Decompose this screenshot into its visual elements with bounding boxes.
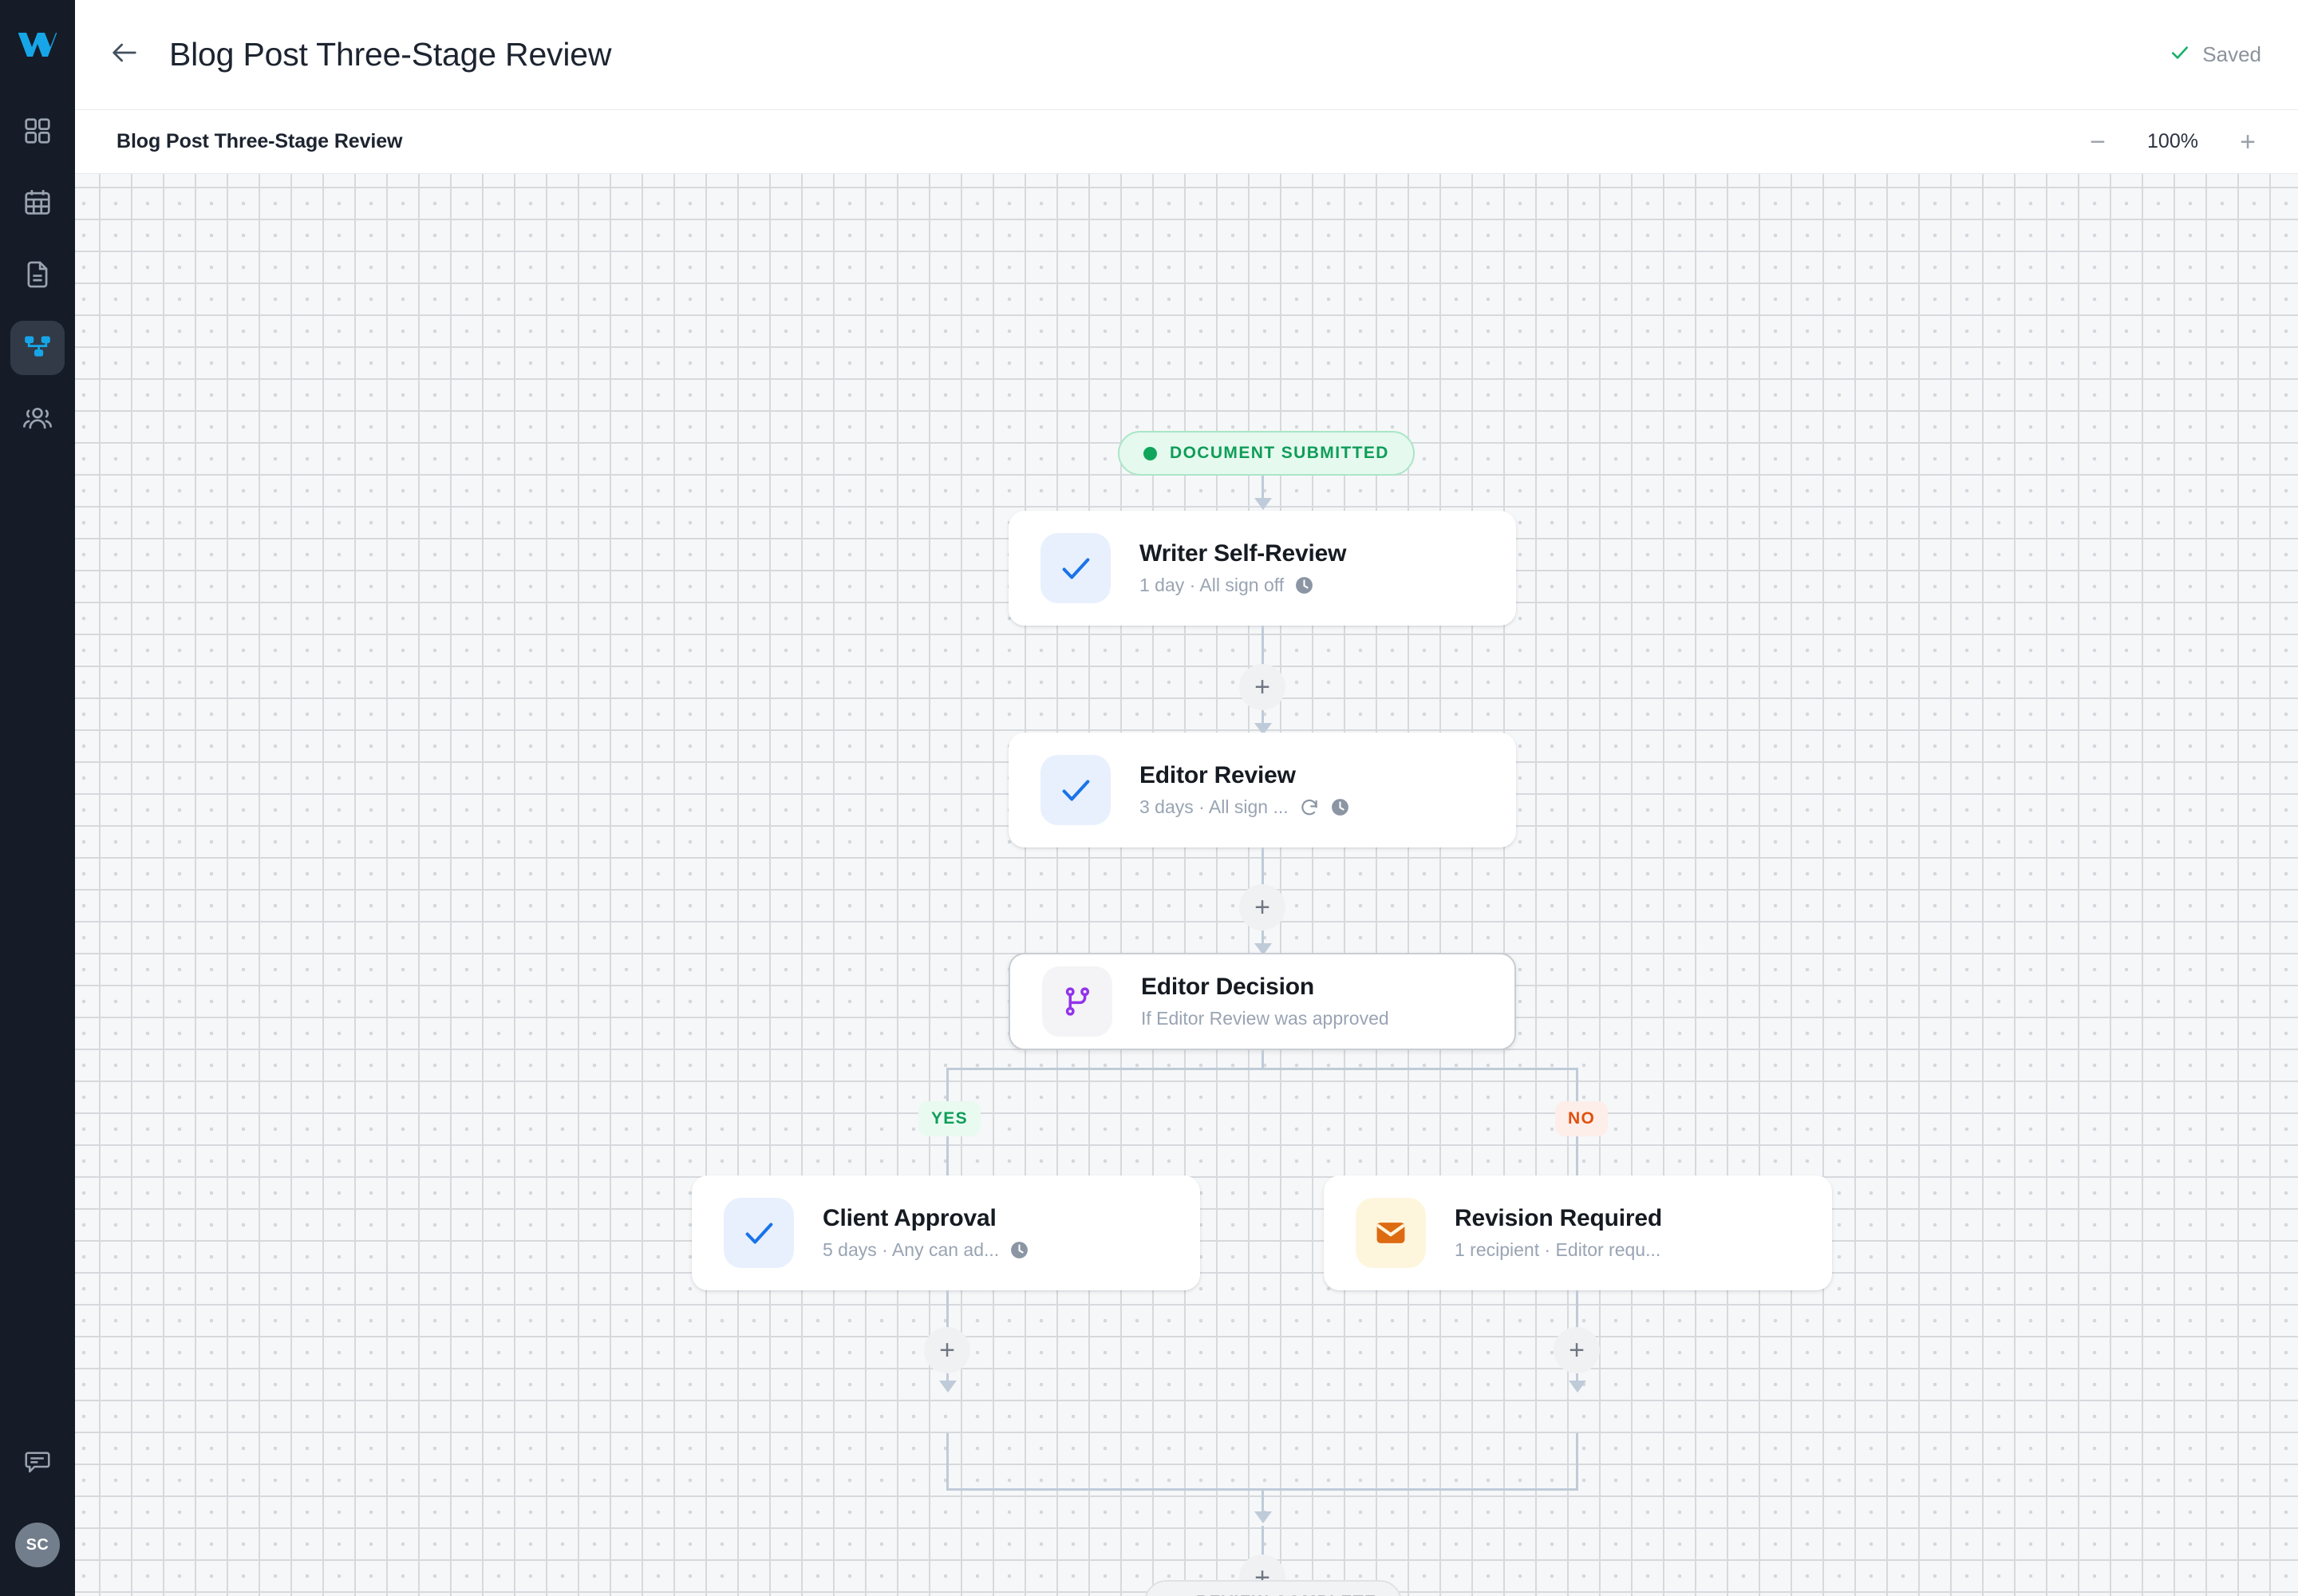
check-icon <box>2169 41 2191 68</box>
primary-sidebar: SC <box>0 0 75 1596</box>
node-editor-review[interactable]: Editor Review 3 days · All sign ... <box>1009 733 1516 847</box>
node-subtitle: 5 days · Any can ad... <box>823 1239 1000 1261</box>
zoom-in-button[interactable]: + <box>2240 126 2256 157</box>
edge-arrow-editor <box>1254 943 1272 955</box>
sidebar-item-support[interactable] <box>10 1436 65 1491</box>
node-title: Editor Decision <box>1141 973 1315 1000</box>
start-badge[interactable]: DOCUMENT SUBMITTED <box>1118 431 1415 476</box>
node-client-approval[interactable]: Client Approval 5 days · Any can ad... <box>692 1175 1200 1290</box>
node-subtitle: 1 day · All sign off <box>1139 575 1285 596</box>
check-approval-icon <box>724 1198 794 1268</box>
edge-start-to-writer <box>1262 476 1264 501</box>
start-badge-label: DOCUMENT SUBMITTED <box>1170 444 1389 462</box>
sidebar-nav <box>0 105 75 447</box>
add-node-button-1[interactable]: + <box>1239 664 1285 710</box>
node-subtitle-row: 5 days · Any can ad... <box>823 1239 1029 1261</box>
edge-revision-down-upper <box>1576 1290 1578 1332</box>
edge-merge-to-end <box>1262 1526 1264 1558</box>
email-icon <box>1356 1198 1426 1268</box>
node-text-block: Revision Required 1 recipient · Editor r… <box>1455 1205 1662 1262</box>
node-subtitle-row: 1 recipient · Editor requ... <box>1455 1239 1662 1261</box>
edge-decision-stem <box>1262 1050 1264 1069</box>
branch-icon <box>1042 966 1112 1037</box>
flow-canvas[interactable]: DOCUMENT SUBMITTED Writer Self-Review <box>75 174 2298 1596</box>
workflow-logo[interactable] <box>15 22 60 67</box>
back-button[interactable] <box>101 31 148 79</box>
node-subtitle: If Editor Review was approved <box>1141 1008 1389 1029</box>
workflow-icon <box>22 331 53 365</box>
sidebar-item-team[interactable] <box>10 393 65 447</box>
page-title: Blog Post Three-Stage Review <box>169 36 612 73</box>
add-node-button-3[interactable]: + <box>924 1327 970 1373</box>
status-dot-icon <box>1143 446 1157 460</box>
save-status: Saved <box>2169 41 2261 68</box>
calendar-icon <box>22 188 53 222</box>
edge-arrow-client <box>939 1381 957 1393</box>
zoom-level-label: 100% <box>2147 130 2198 152</box>
node-revision-required[interactable]: Revision Required 1 recipient · Editor r… <box>1324 1175 1832 1290</box>
canvas-toolbar: Blog Post Three-Stage Review − 100% + <box>75 110 2298 174</box>
zoom-out-button[interactable]: − <box>2090 126 2106 157</box>
clock-icon <box>1330 797 1350 817</box>
check-approval-icon <box>1040 755 1111 825</box>
save-status-label: Saved <box>2202 42 2261 66</box>
sidebar-item-workflows[interactable] <box>10 321 65 375</box>
node-title: Revision Required <box>1455 1204 1662 1231</box>
node-title: Editor Review <box>1139 761 1296 788</box>
edge-decision-split-bar <box>946 1068 1578 1070</box>
node-text-block: Editor Review 3 days · All sign ... <box>1139 762 1350 819</box>
node-subtitle: 1 recipient · Editor requ... <box>1455 1239 1661 1261</box>
edge-client-down-upper <box>946 1290 949 1332</box>
clock-icon <box>1009 1240 1029 1260</box>
node-editor-decision[interactable]: Editor Decision If Editor Review was app… <box>1009 953 1516 1050</box>
chat-bubble-icon <box>23 1448 52 1480</box>
edge-revision-down-lower <box>1576 1373 1578 1383</box>
clock-icon <box>1294 575 1314 595</box>
edge-writer-to-editor-upper <box>1262 626 1264 667</box>
add-node-button-2[interactable]: + <box>1239 884 1285 930</box>
end-badge-label: REVIEW COMPLETE <box>1196 1593 1376 1596</box>
node-subtitle-row: If Editor Review was approved <box>1141 1008 1389 1029</box>
sidebar-item-calendar[interactable] <box>10 177 65 231</box>
refresh-icon <box>1299 797 1320 818</box>
sidebar-footer: SC <box>0 1436 75 1567</box>
main-region: Blog Post Three-Stage Review Saved Blog … <box>75 0 2298 1596</box>
edge-merge-stem <box>1262 1488 1264 1518</box>
edge-arrow-revision <box>1569 1381 1586 1393</box>
add-node-button-4[interactable]: + <box>1554 1327 1600 1373</box>
node-text-block: Editor Decision If Editor Review was app… <box>1141 974 1389 1030</box>
arrow-left-icon <box>109 37 140 73</box>
people-icon <box>22 403 53 437</box>
grid-icon <box>22 116 53 150</box>
branch-label-no: NO <box>1555 1101 1609 1136</box>
sidebar-item-dashboard[interactable] <box>10 105 65 160</box>
edge-arrow-writer <box>1254 723 1272 735</box>
flow-name-label: Blog Post Three-Stage Review <box>116 130 403 152</box>
edge-editor-to-decision-lower <box>1262 930 1264 946</box>
sidebar-item-documents[interactable] <box>10 249 65 303</box>
node-title: Client Approval <box>823 1204 997 1231</box>
edge-merge-left-riser <box>946 1433 949 1491</box>
check-approval-icon <box>1040 533 1111 603</box>
branch-label-yes: YES <box>918 1101 981 1136</box>
node-writer-self-review[interactable]: Writer Self-Review 1 day · All sign off <box>1009 511 1516 626</box>
edge-merge-right-riser <box>1576 1433 1578 1491</box>
node-text-block: Writer Self-Review 1 day · All sign off <box>1139 540 1346 597</box>
avatar[interactable]: SC <box>15 1523 60 1567</box>
edge-arrow-merge <box>1254 1511 1272 1523</box>
flow-stage: DOCUMENT SUBMITTED Writer Self-Review <box>75 174 2298 1596</box>
node-text-block: Client Approval 5 days · Any can ad... <box>823 1205 1029 1262</box>
edge-client-down-lower <box>946 1373 949 1383</box>
edge-arrow-start <box>1254 498 1272 510</box>
top-header: Blog Post Three-Stage Review Saved <box>75 0 2298 110</box>
node-subtitle-row: 3 days · All sign ... <box>1139 796 1350 818</box>
zoom-controls: − 100% + <box>2084 128 2261 156</box>
edge-writer-to-editor-lower <box>1262 710 1264 726</box>
node-subtitle-row: 1 day · All sign off <box>1139 575 1346 596</box>
node-title: Writer Self-Review <box>1139 539 1347 567</box>
document-icon <box>22 259 53 294</box>
edge-editor-to-decision-upper <box>1262 847 1264 889</box>
end-badge[interactable]: REVIEW COMPLETE <box>1144 1580 1403 1596</box>
node-subtitle: 3 days · All sign ... <box>1139 796 1289 818</box>
